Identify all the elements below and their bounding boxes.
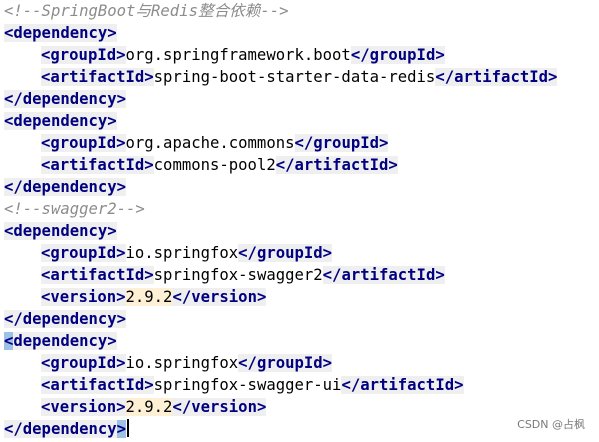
- code-line-artifactid: <artifactId>spring-boot-starter-data-red…: [4, 66, 558, 88]
- groupid-value: org.apache.commons: [125, 134, 295, 152]
- groupid-close-tag: </groupId>: [238, 244, 333, 262]
- groupid-open-tag: <groupId>: [41, 244, 126, 262]
- groupid-close-tag: </groupId>: [238, 354, 333, 372]
- groupid-open-tag: <groupId>: [41, 134, 126, 152]
- code-line-version: <version>2.9.2</version>: [4, 396, 267, 418]
- watermark: CSDN @占枫: [517, 418, 585, 431]
- code-line-groupid: <groupId>org.apache.commons</groupId>: [4, 132, 389, 154]
- artifactid-open-tag: <artifactId>: [41, 156, 154, 174]
- code-line-dependency-close: </dependency>: [4, 176, 127, 198]
- code-line-dependency-close: </dependency>: [4, 418, 129, 440]
- code-line-dependency-open: <dependency>: [4, 22, 117, 44]
- code-line-version: <version>2.9.2</version>: [4, 286, 267, 308]
- code-line-artifactid: <artifactId>springfox-swagger2</artifact…: [4, 264, 445, 286]
- artifactid-value: springfox-swagger2: [153, 266, 323, 284]
- version-open-tag: <version>: [41, 288, 126, 306]
- artifactid-close-tag: </artifactId>: [322, 266, 445, 284]
- version-close-tag: </version>: [172, 398, 267, 416]
- comment-text: <!--SpringBoot与Redis整合依赖-->: [4, 2, 289, 20]
- dependency-open-tag: <dependency>: [4, 332, 117, 350]
- groupid-open-tag: <groupId>: [41, 354, 126, 372]
- dependency-open-tag: <dependency>: [4, 222, 117, 240]
- groupid-close-tag: </groupId>: [294, 134, 389, 152]
- dependency-close-tag: </dependency>: [4, 420, 127, 438]
- artifactid-close-tag: </artifactId>: [341, 376, 464, 394]
- groupid-close-tag: </groupId>: [350, 46, 445, 64]
- artifactid-open-tag: <artifactId>: [41, 68, 154, 86]
- dependency-open-tag: <dependency>: [4, 112, 117, 130]
- comment-text: <!--swagger2-->: [4, 200, 145, 218]
- code-line-dependency-open: <dependency>: [4, 220, 117, 242]
- code-line-groupid: <groupId>io.springfox</groupId>: [4, 352, 333, 374]
- code-line-artifactid: <artifactId>springfox-swagger-ui</artifa…: [4, 374, 464, 396]
- code-line-groupid: <groupId>io.springfox</groupId>: [4, 242, 333, 264]
- code-line-dependency-open: <dependency>: [4, 330, 117, 352]
- groupid-open-tag: <groupId>: [41, 46, 126, 64]
- dependency-close-tag: </dependency>: [4, 178, 127, 196]
- bracket-match-highlight: >: [116, 420, 127, 438]
- artifactid-value: spring-boot-starter-data-redis: [153, 68, 436, 86]
- version-value: 2.9.2: [125, 398, 173, 416]
- groupid-value: io.springfox: [125, 244, 239, 262]
- artifactid-open-tag: <artifactId>: [41, 266, 154, 284]
- version-value: 2.9.2: [125, 288, 173, 306]
- version-open-tag: <version>: [41, 398, 126, 416]
- code-line-dependency-close: </dependency>: [4, 88, 127, 110]
- groupid-value: io.springfox: [125, 354, 239, 372]
- code-line-comment: <!--swagger2-->: [4, 198, 145, 220]
- code-line-dependency-close: </dependency>: [4, 308, 127, 330]
- code-line-dependency-open: <dependency>: [4, 110, 117, 132]
- code-line-artifactid: <artifactId>commons-pool2</artifactId>: [4, 154, 398, 176]
- code-line-groupid: <groupId>org.springframework.boot</group…: [4, 44, 445, 66]
- artifactid-open-tag: <artifactId>: [41, 376, 154, 394]
- dependency-close-tag: </dependency>: [4, 310, 127, 328]
- code-line-comment: <!--SpringBoot与Redis整合依赖-->: [4, 0, 289, 22]
- bracket-match-highlight: <: [4, 332, 14, 350]
- artifactid-close-tag: </artifactId>: [275, 156, 398, 174]
- version-close-tag: </version>: [172, 288, 267, 306]
- artifactid-close-tag: </artifactId>: [435, 68, 558, 86]
- text-caret: [127, 419, 129, 437]
- groupid-value: org.springframework.boot: [125, 46, 351, 64]
- artifactid-value: springfox-swagger-ui: [153, 376, 342, 394]
- dependency-open-tag: <dependency>: [4, 24, 117, 42]
- artifactid-value: commons-pool2: [153, 156, 276, 174]
- dependency-close-tag: </dependency>: [4, 90, 127, 108]
